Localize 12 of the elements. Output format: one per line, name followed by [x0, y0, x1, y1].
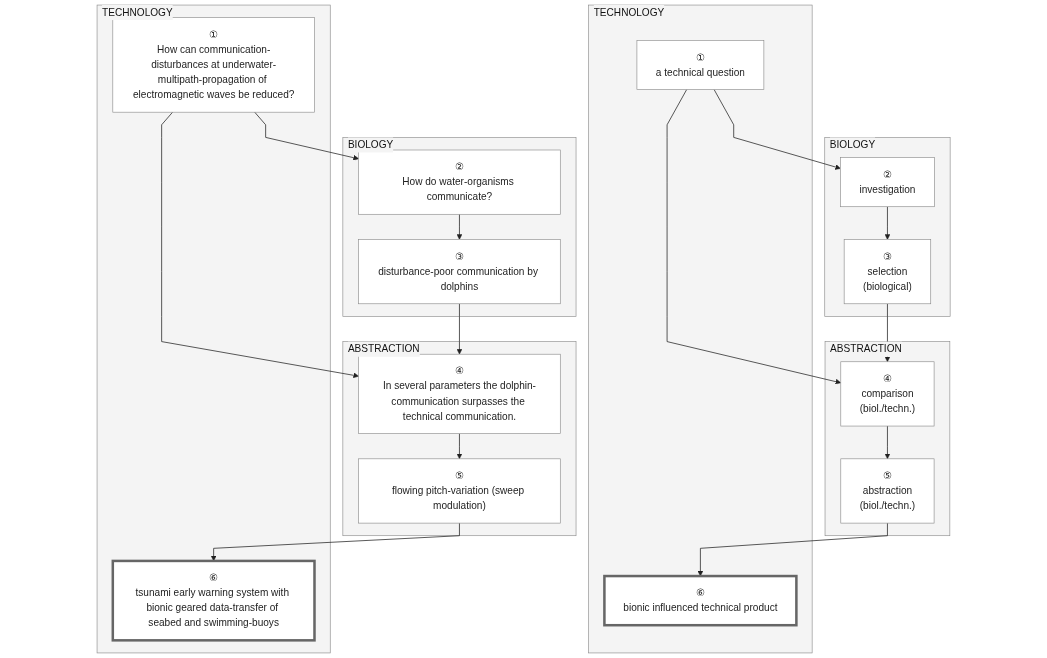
node-box: ⑤ abstraction (biol./techn.) — [840, 458, 935, 524]
node-box: ① How can communication-disturbances at underwater-multipath-propagation of electromagnetic waves be reduced? — [112, 17, 315, 113]
node-box: ③ selection (biological) — [843, 239, 931, 305]
node-box: ④ comparison (biol./techn.) — [840, 361, 935, 427]
node-box: ① a technical question — [636, 40, 765, 90]
node-box: ⑤ flowing pitch-variation (sweep modulation) — [358, 458, 561, 524]
node-box: ② How do water-organisms communicate? — [358, 149, 561, 215]
node-box: ③ disturbance-poor communication by dolphins — [358, 239, 561, 305]
node-box: ⑥ bionic influenced technical product — [603, 574, 798, 627]
node-box: ④ In several parameters the dolphin-communication surpasses the technical communication. — [358, 353, 561, 434]
node-box: ② investigation — [840, 157, 935, 208]
node-box: ⑥ tsunami early warning system with bionic geared data-transfer of seabed and swimming-buoys — [111, 559, 316, 642]
